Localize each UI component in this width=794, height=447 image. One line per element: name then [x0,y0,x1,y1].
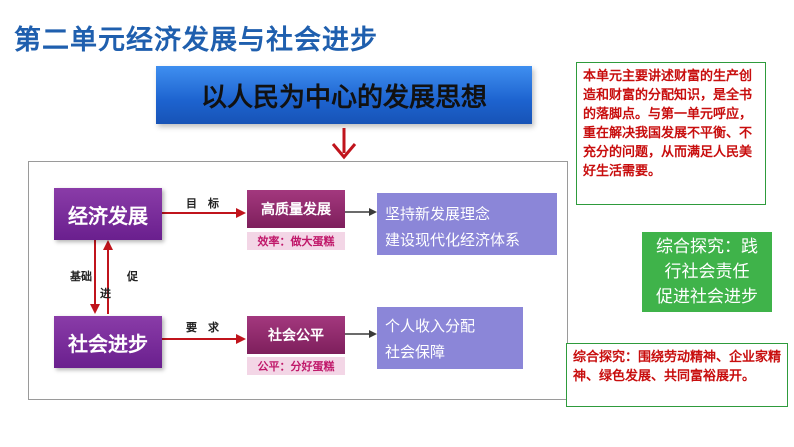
detail-top-item: 建设现代化经济体系 [385,231,521,249]
label-promote-b: 进 [100,287,111,300]
label-goal: 目 标 [186,197,219,210]
tag-efficiency: 效率：做大蛋糕 [247,232,345,250]
down-chevron-icon [331,128,357,160]
label-require: 要 求 [186,321,219,334]
goal-arrow [162,208,246,218]
inquiry-box-2: 综合探究：围绕劳动精神、企业家精神、绿色发展、共同富裕展开。 [566,343,788,407]
detail-bottom: 个人收入分配 社会保障 [377,307,523,369]
node-quality: 高质量发展 [247,190,345,228]
inquiry1-line: 促进社会进步 [656,286,758,307]
promote-arrow [103,240,113,314]
label-basis: 基础 [70,270,92,283]
fairness-detail-arrow [345,330,377,338]
detail-bottom-item: 社会保障 [385,343,446,361]
note-box: 本单元主要讲述财富的生产创造和财富的分配知识，是全书的落脚点。与第一单元呼应，重… [576,62,766,205]
inquiry1-line: 行社会责任 [664,261,750,282]
detail-top: 坚持新发展理念 建设现代化经济体系 [377,193,557,255]
inquiry1-line: 综合探究：践 [656,236,758,257]
label-promote-a: 促 [127,270,138,283]
require-arrow [162,334,246,344]
detail-top-item: 坚持新发展理念 [385,205,491,223]
diagram-frame [28,161,568,400]
quality-detail-arrow [345,208,377,216]
basis-arrow [90,240,100,314]
node-economy: 经济发展 [54,188,162,240]
detail-bottom-item: 个人收入分配 [385,317,476,335]
tag-fair: 公平：分好蛋糕 [247,357,345,375]
page-title: 第二单元经济发展与社会进步 [14,25,378,56]
inquiry-box-1: 综合探究：践 行社会责任 促进社会进步 [642,232,772,312]
banner-theme: 以人民为中心的发展思想 [156,66,532,124]
node-fairness: 社会公平 [247,316,345,354]
node-society: 社会进步 [54,316,162,368]
